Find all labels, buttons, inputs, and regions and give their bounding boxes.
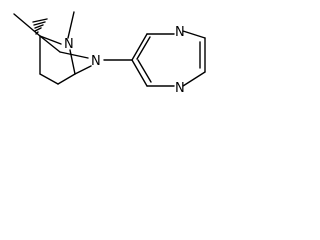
bond-c2-n3 <box>59 51 89 59</box>
structure-diagram: N N N N <box>0 0 225 102</box>
bond-c5-c4 <box>57 73 76 85</box>
ring-bond-7-inner <box>137 59 152 83</box>
atom-label-n-bridge: N <box>64 37 74 52</box>
bond-c6-c5 <box>39 73 59 85</box>
atom-label-n-pyrazine-top: N <box>175 25 185 40</box>
ring-bond-1 <box>131 33 148 61</box>
bond-c1-c2 <box>39 35 61 53</box>
molecule-drawing: N N N N <box>13 11 206 96</box>
atom-label-n-pyrazine-bottom: N <box>175 81 185 96</box>
ring-bond-3 <box>182 30 206 39</box>
ring-bond-5 <box>182 71 206 87</box>
stereo-wedge <box>32 18 48 35</box>
atom-label-n-amine: N <box>91 54 101 69</box>
ring-bond-1-inner <box>136 36 151 60</box>
bond-n3-c4 <box>74 65 92 75</box>
wedge-bond-tip <box>13 13 41 37</box>
ring-bond-7 <box>131 59 148 87</box>
bond-n7-methyl <box>67 11 75 39</box>
bonds <box>13 11 206 87</box>
bond-c1-n7 <box>39 35 62 45</box>
